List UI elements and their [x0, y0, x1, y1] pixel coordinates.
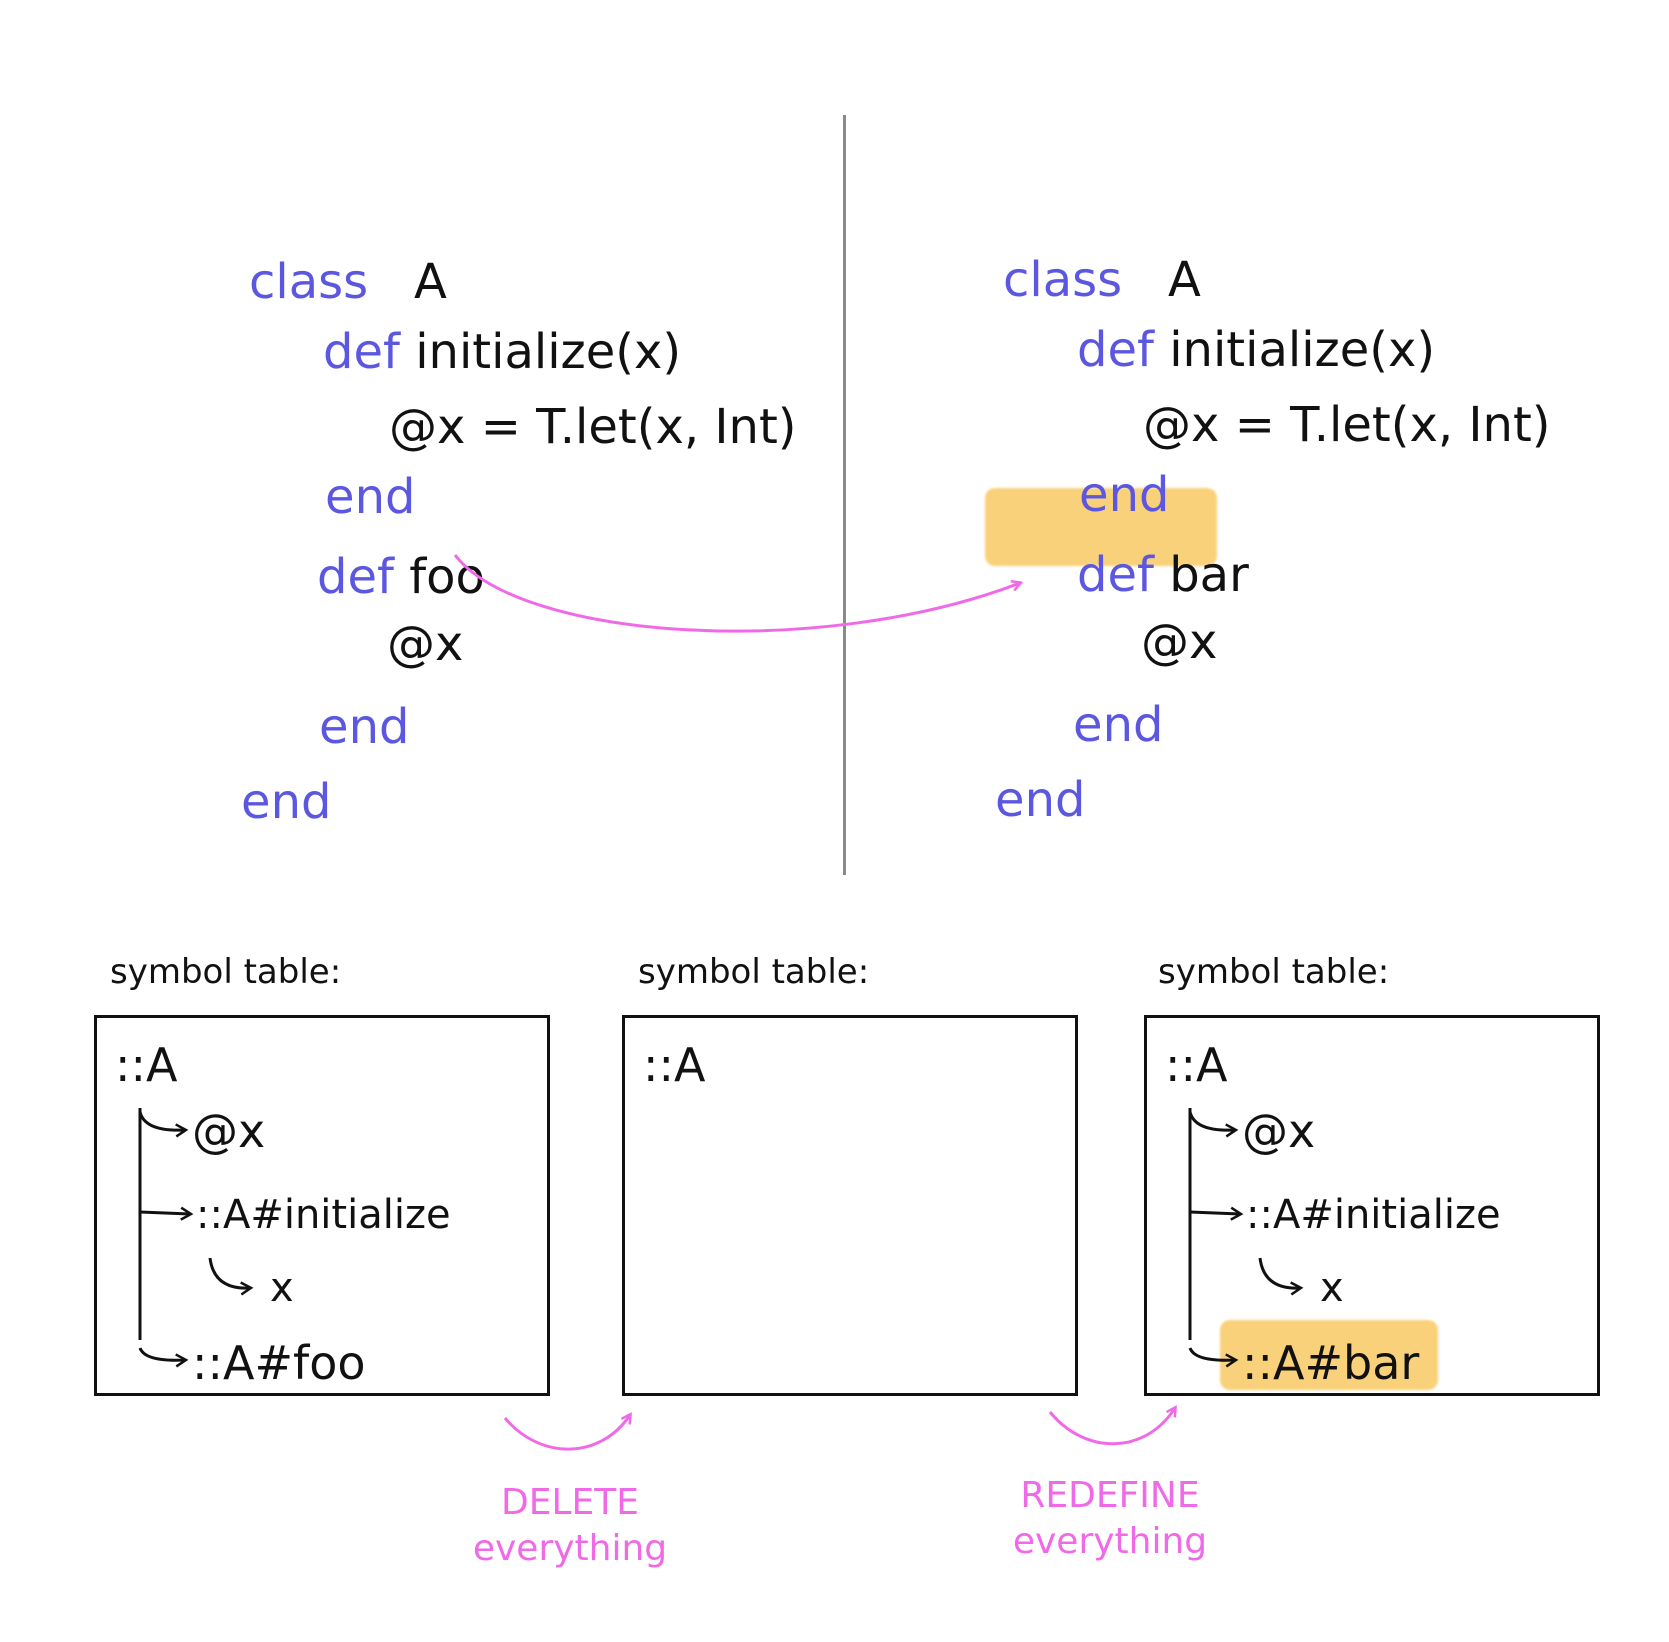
- code-line: class A: [188, 210, 447, 354]
- keyword-end: end: [995, 772, 1086, 828]
- delete-label-line1: DELETE: [500, 1482, 639, 1523]
- symbol-ivar: @x: [1242, 1104, 1316, 1158]
- method-signature: initialize(x): [1169, 322, 1436, 378]
- panel-divider: [843, 115, 846, 875]
- keyword-def: def: [1077, 547, 1154, 603]
- keyword-class: class: [1003, 252, 1123, 308]
- delete-label-line2: everything: [472, 1528, 668, 1569]
- keyword-end: end: [325, 469, 416, 525]
- symbol-method: ::A#foo: [192, 1336, 366, 1390]
- keyword-def: def: [317, 549, 394, 605]
- redefine-label-line1: REDEFINE: [1020, 1475, 1200, 1516]
- code-line: end: [180, 730, 331, 874]
- code-line: class A: [942, 208, 1201, 352]
- a-bar-highlight: [1220, 1320, 1438, 1390]
- symbol-table-label-1: symbol table:: [110, 952, 342, 992]
- code-line: end: [1012, 653, 1163, 797]
- code-line: @x = T.let(x, Int): [328, 355, 797, 499]
- symbol-method: ::A#bar: [1242, 1336, 1420, 1390]
- symbol-table-box-3: [1144, 1015, 1600, 1396]
- symbol-method: ::A#initialize: [196, 1192, 451, 1238]
- symbol-root: ::A: [115, 1038, 178, 1092]
- assignment-statement: @x = T.let(x, Int): [1143, 397, 1551, 453]
- redefine-label: REDEFINE everything: [990, 1478, 1230, 1560]
- code-line: @x: [1080, 570, 1217, 714]
- symbol-table-box-2: [622, 1015, 1078, 1396]
- symbol-root: ::A: [1165, 1038, 1228, 1092]
- ivar-reference: @x: [1141, 614, 1218, 670]
- code-line: def initialize(x): [262, 280, 681, 424]
- code-line: def initialize(x): [1016, 278, 1435, 422]
- code-line: @x: [326, 572, 463, 716]
- redefine-label-line2: everything: [1012, 1521, 1208, 1562]
- code-line: end: [264, 425, 415, 569]
- symbol-param: x: [1320, 1265, 1344, 1311]
- symbol-table-box-1: [94, 1015, 550, 1396]
- class-name: A: [1167, 252, 1201, 308]
- redefine-arrow: [1048, 1408, 1175, 1446]
- symbol-table-label-2: symbol table:: [638, 952, 870, 992]
- code-line: end: [934, 728, 1085, 872]
- rename-arrow: [453, 554, 1020, 633]
- keyword-end: end: [241, 774, 332, 830]
- code-line: def bar: [1016, 503, 1249, 647]
- code-line: @x = T.let(x, Int): [1082, 353, 1551, 497]
- assignment-statement: @x = T.let(x, Int): [389, 399, 797, 455]
- code-line: end: [1018, 423, 1169, 567]
- ivar-reference: @x: [387, 616, 464, 672]
- method-signature: initialize(x): [415, 324, 682, 380]
- delete-arrow: [503, 1415, 630, 1451]
- symbol-ivar: @x: [192, 1104, 266, 1158]
- def-bar-highlight: [985, 488, 1217, 566]
- symbol-root: ::A: [643, 1038, 706, 1092]
- class-name: A: [413, 254, 447, 310]
- symbol-table-label-3: symbol table:: [1158, 952, 1390, 992]
- method-name: bar: [1169, 547, 1249, 603]
- keyword-end: end: [319, 699, 410, 755]
- delete-label: DELETE everything: [450, 1485, 690, 1567]
- code-line: end: [258, 655, 409, 799]
- symbol-method: ::A#initialize: [1246, 1192, 1501, 1238]
- keyword-class: class: [249, 254, 369, 310]
- symbol-param: x: [270, 1265, 294, 1311]
- keyword-end: end: [1079, 467, 1170, 523]
- keyword-def: def: [323, 324, 400, 380]
- keyword-def: def: [1077, 322, 1154, 378]
- keyword-end: end: [1073, 697, 1164, 753]
